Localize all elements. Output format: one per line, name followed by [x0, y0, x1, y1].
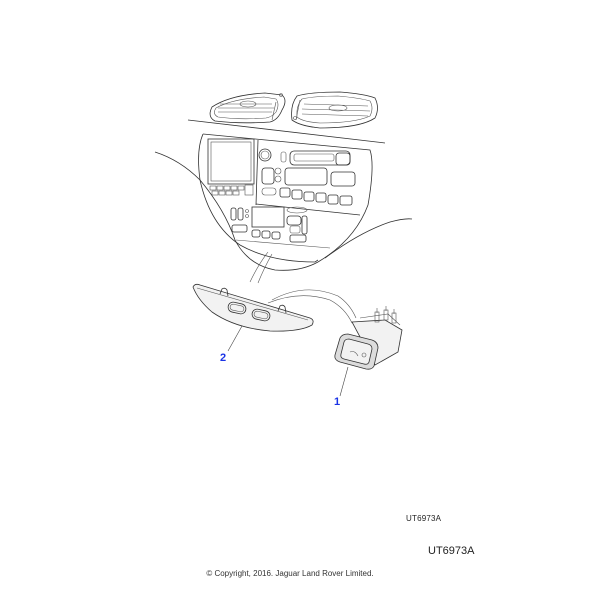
console-leader-1 — [249, 251, 269, 283]
copyright-notice: © Copyright, 2016. Jaguar Land Rover Lim… — [206, 569, 374, 578]
switch-part — [334, 306, 403, 370]
assembly-arc-2 — [271, 289, 357, 319]
center-console — [198, 133, 373, 263]
callout-1: 1 — [334, 396, 341, 408]
illustration-ref-large: UT6973A — [428, 545, 475, 557]
callout-2: 2 — [220, 352, 227, 364]
leader-line-2 — [227, 325, 243, 352]
bezel-part — [192, 283, 314, 332]
console-leader-2 — [257, 253, 273, 284]
air-vents — [209, 91, 378, 129]
illustration-ref-small: UT6973A — [406, 514, 442, 523]
dash-left-curve — [154, 151, 319, 271]
leader-line-1 — [339, 366, 349, 397]
dash-right-curve — [324, 218, 413, 259]
assembly-arc-1 — [267, 295, 353, 324]
dash-top-line — [187, 119, 386, 144]
